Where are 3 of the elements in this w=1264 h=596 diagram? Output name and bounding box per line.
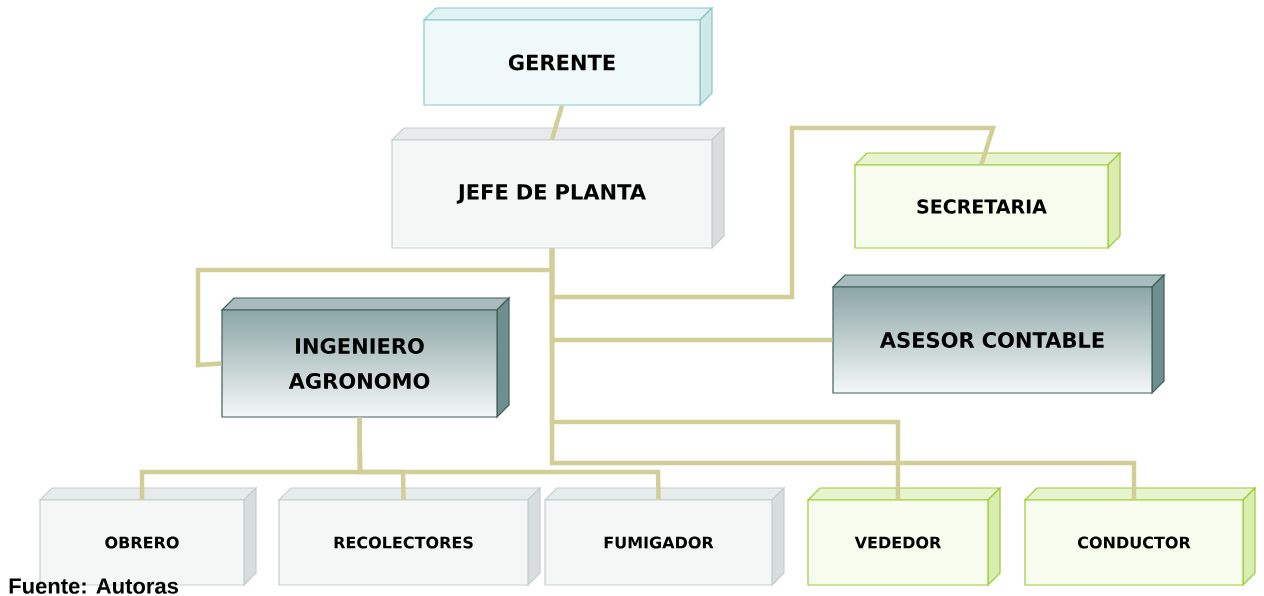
- connector-line: [549, 104, 565, 141]
- connector-line: [357, 417, 661, 500]
- connector-line: [549, 248, 1137, 500]
